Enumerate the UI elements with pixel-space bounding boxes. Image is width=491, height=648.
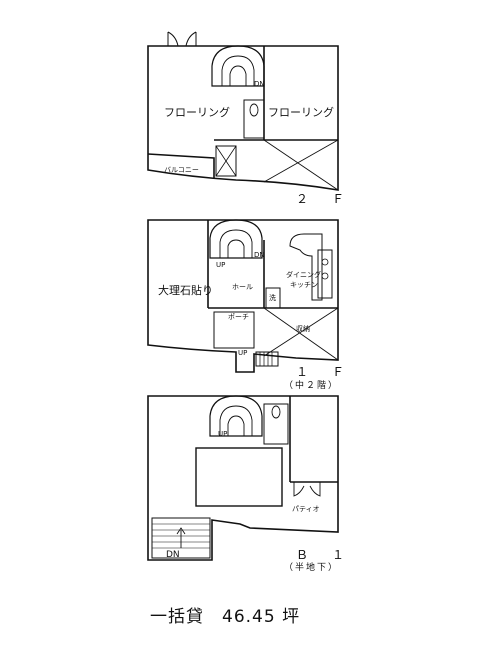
stair-b1-dn: DN: [166, 550, 180, 560]
floor-1f-name: １ Ｆ: [296, 365, 351, 379]
stair-1f-porch-up: UP: [238, 349, 248, 357]
floor-b1-name: Ｂ １: [296, 548, 351, 562]
room-b1-patio: パティオ: [292, 505, 320, 513]
stair-2f-dn: DN: [254, 80, 265, 88]
floor-1f-outline: [147, 219, 339, 373]
total-area-caption: 一括貸 46.45 坪: [150, 607, 301, 627]
room-1f-marble: 大理石貼り: [158, 284, 213, 297]
floor-b1-outline: [147, 395, 339, 561]
room-2f-flooring-left: フローリング: [164, 106, 230, 119]
room-1f-storage: 収納: [296, 325, 310, 333]
floor-2f-outline: [147, 31, 339, 191]
floor-b1-sub: （半地下）: [284, 563, 340, 573]
room-1f-porch: ポーチ: [228, 313, 249, 321]
room-1f-hall: ホール: [232, 283, 253, 291]
room-2f-flooring-right: フローリング: [268, 106, 334, 119]
floor-2f-name: ２ Ｆ: [296, 192, 351, 206]
room-1f-wash: 洗: [269, 294, 276, 302]
room-1f-dining: ダイニング: [286, 271, 321, 279]
stair-b1-up: UP: [218, 430, 228, 438]
stair-1f-up: UP: [216, 261, 226, 269]
room-2f-balcony: バルコニー: [164, 166, 199, 174]
floor-1f-sub: （中２階）: [284, 381, 340, 391]
room-1f-kitchen: キッチン: [290, 281, 318, 289]
stair-1f-dn: DN: [254, 251, 265, 259]
